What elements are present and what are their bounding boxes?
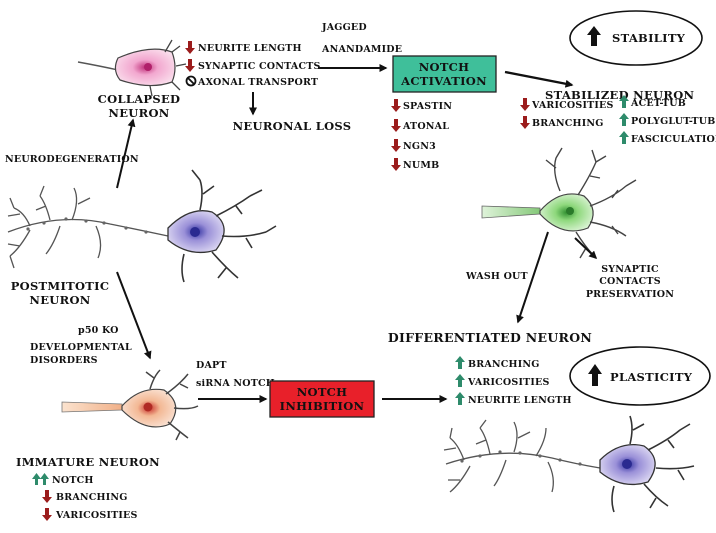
- collapsed-neuron-illustration: [77, 39, 187, 97]
- plasticity-label: PLASTICITY: [610, 370, 693, 384]
- arrow-to-collapsed: [116, 118, 136, 189]
- down-arrow-icon: [185, 41, 195, 54]
- up-arrow-icon: [455, 392, 465, 405]
- differentiated-up-neurite-length: NEURITE LENGTH: [468, 395, 572, 406]
- collapsed-effect-neurite-length: NEURITE LENGTH: [198, 43, 302, 54]
- notch-inhibition-line1: NOTCH: [297, 385, 348, 399]
- activator-jagged: JAGGED: [321, 22, 367, 33]
- prohibited-icon: [185, 75, 197, 87]
- stabilized-neuron-illustration: [481, 147, 637, 259]
- stabilized-down-branching: BRANCHING: [532, 118, 604, 129]
- stabilized-down-varicosities: VARICOSITIES: [531, 100, 614, 111]
- double-up-arrow-icon: [32, 473, 49, 485]
- immature-title: IMMATURE NEURON: [16, 455, 160, 469]
- cause-p50-ko: p50 KO: [78, 325, 119, 336]
- cause-disorders: DISORDERS: [30, 355, 98, 366]
- notch-activation-line1: NOTCH: [419, 60, 470, 74]
- down-arrow-icon: [42, 508, 52, 521]
- stability-ellipse: [569, 10, 703, 66]
- postmitotic-line1: POSTMITOTIC: [11, 279, 110, 293]
- arrow-wash-out: [516, 231, 549, 324]
- up-arrow-icon: [455, 374, 465, 387]
- up-arrow-icon: [619, 131, 629, 144]
- differentiated-neuron-illustration: [443, 415, 695, 513]
- collapsed-title-line2: NEURON: [108, 106, 169, 120]
- stability-label: STABILITY: [612, 31, 686, 45]
- notch-activation-box: [392, 55, 497, 93]
- up-arrow-icon: [455, 356, 465, 369]
- collapsed-title-line1: COLLAPSED: [98, 92, 181, 106]
- collapsed-effect-axonal-transport: AXONAL TRANSPORT: [197, 77, 318, 88]
- immature-neuron-illustration: [61, 369, 199, 441]
- postmitotic-neuron-illustration: [7, 169, 277, 283]
- arrow-activation-to-stabilized: [504, 70, 574, 88]
- up-arrow-icon: [619, 113, 629, 126]
- stabilized-up-acet-tub: ACET-TUB: [630, 98, 686, 109]
- immature-down-branching: BRANCHING: [56, 492, 128, 503]
- down-arrow-icon: [391, 139, 401, 152]
- up-arrow-icon: [588, 364, 602, 386]
- postmitotic-line2: NEURON: [29, 293, 90, 307]
- down-arrow-icon: [391, 99, 401, 112]
- notch-inhibition-box: [269, 380, 375, 418]
- differentiated-up-branching: BRANCHING: [468, 359, 540, 370]
- differentiated-title: DIFFERENTIATED NEURON: [388, 330, 592, 345]
- down-arrow-icon: [391, 158, 401, 171]
- differentiated-up-varicosities: VARICOSITIES: [467, 377, 550, 388]
- plasticity-ellipse: [569, 346, 711, 406]
- inhibitor-dapt: DAPT: [196, 360, 227, 371]
- inhibitor-sirna-notch: siRNA NOTCH: [196, 378, 275, 389]
- cause-developmental: DEVELOPMENTAL: [30, 342, 132, 353]
- activation-down-atonal: ATONAL: [402, 121, 449, 132]
- down-arrow-icon: [520, 98, 530, 111]
- notch-activation-line2: ACTIVATION: [400, 74, 487, 88]
- immature-up-notch: NOTCH: [52, 475, 94, 486]
- neuronal-loss-label: NEURONAL LOSS: [233, 119, 352, 133]
- synaptic-preservation-line2: CONTACTS: [599, 276, 661, 287]
- notch-inhibition-line2: INHIBITION: [280, 399, 365, 413]
- activator-anandamide: ANANDAMIDE: [321, 44, 402, 55]
- neurodegeneration-label: NEURODEGENERATION: [5, 154, 139, 165]
- activation-down-numb: NUMB: [403, 160, 439, 171]
- immature-down-varicosities: VARICOSITIES: [55, 510, 138, 521]
- collapsed-effect-synaptic-contacts: SYNAPTIC CONTACTS: [198, 61, 321, 72]
- stabilized-title: STABILIZED NEURON: [545, 88, 695, 102]
- up-arrow-icon: [619, 95, 629, 108]
- wash-out-label: WASH OUT: [465, 271, 528, 282]
- down-arrow-icon: [185, 59, 195, 72]
- activation-down-spastin: SPASTIN: [403, 101, 452, 112]
- synaptic-preservation-line3: PRESERVATION: [586, 289, 674, 300]
- down-arrow-icon: [391, 119, 401, 132]
- down-arrow-icon: [42, 490, 52, 503]
- stabilized-up-fasciculation: FASCICULATION: [631, 134, 716, 145]
- down-arrow-icon: [520, 116, 530, 129]
- activation-down-ngn3: NGN3: [403, 141, 436, 152]
- stabilized-up-polyglut-tub: POLYGLUT-TUB: [631, 116, 715, 127]
- up-arrow-icon: [587, 26, 601, 46]
- synaptic-preservation-line1: SYNAPTIC: [601, 264, 659, 275]
- arrow-to-immature: [116, 271, 152, 360]
- arrow-to-synaptic-preservation: [574, 237, 598, 260]
